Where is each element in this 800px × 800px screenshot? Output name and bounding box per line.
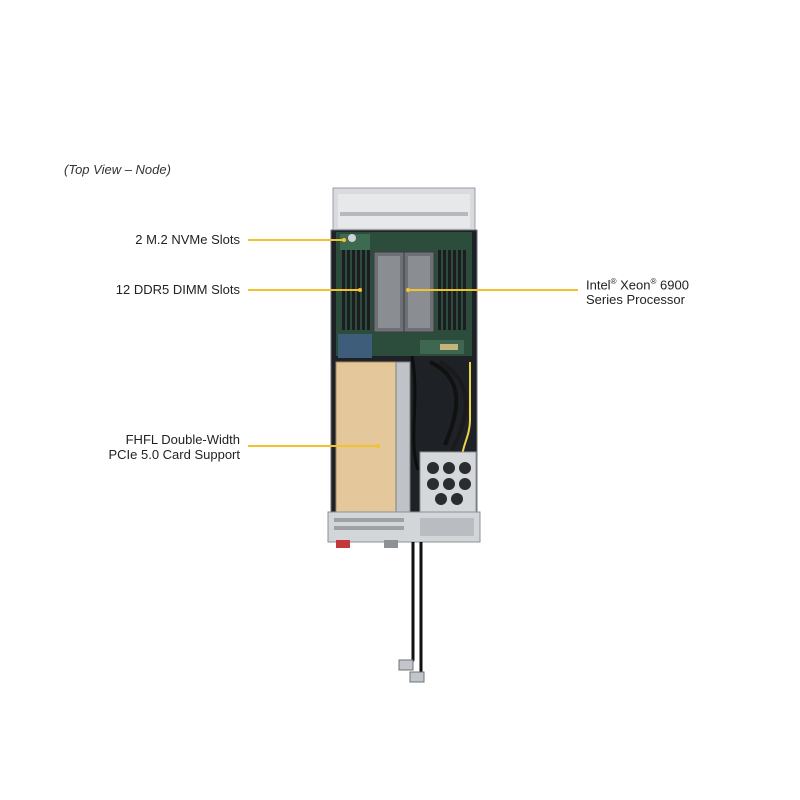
chassis-top-inner: [338, 194, 470, 228]
callout-dimm-leader: [248, 288, 362, 292]
pcie-line-2: PCIe 5.0 Card Support: [108, 447, 240, 462]
processor-family: Xeon: [620, 277, 651, 293]
processor-brand: Intel: [586, 277, 611, 293]
duct-area: [338, 334, 372, 358]
processor-model: 6900: [656, 277, 689, 293]
callout-nvme-leader: [248, 238, 346, 242]
callout-pcie-label: FHFL Double-Width PCIe 5.0 Card Support: [108, 432, 240, 462]
pcie-line-1: FHFL Double-Width: [125, 432, 240, 447]
callout-nvme-label: 2 M.2 NVMe Slots: [135, 232, 240, 247]
processor-series: Series Processor: [586, 292, 685, 308]
coolant-hose-2: [416, 542, 423, 681]
view-caption: (Top View – Node): [64, 162, 171, 177]
release-tab: [336, 540, 350, 548]
pcie-card: [335, 361, 399, 513]
callout-pcie-leader: [248, 444, 380, 448]
m2-slot-area: [340, 234, 370, 250]
callout-processor-label: Intel® Xeon® 6900 Series Processor: [586, 277, 689, 308]
callout-dimm-label: 12 DDR5 DIMM Slots: [115, 282, 240, 297]
coolant-hose-1: [406, 542, 415, 669]
callout-processor-leader: [406, 288, 578, 292]
pcie-card-bracket: [395, 361, 411, 513]
